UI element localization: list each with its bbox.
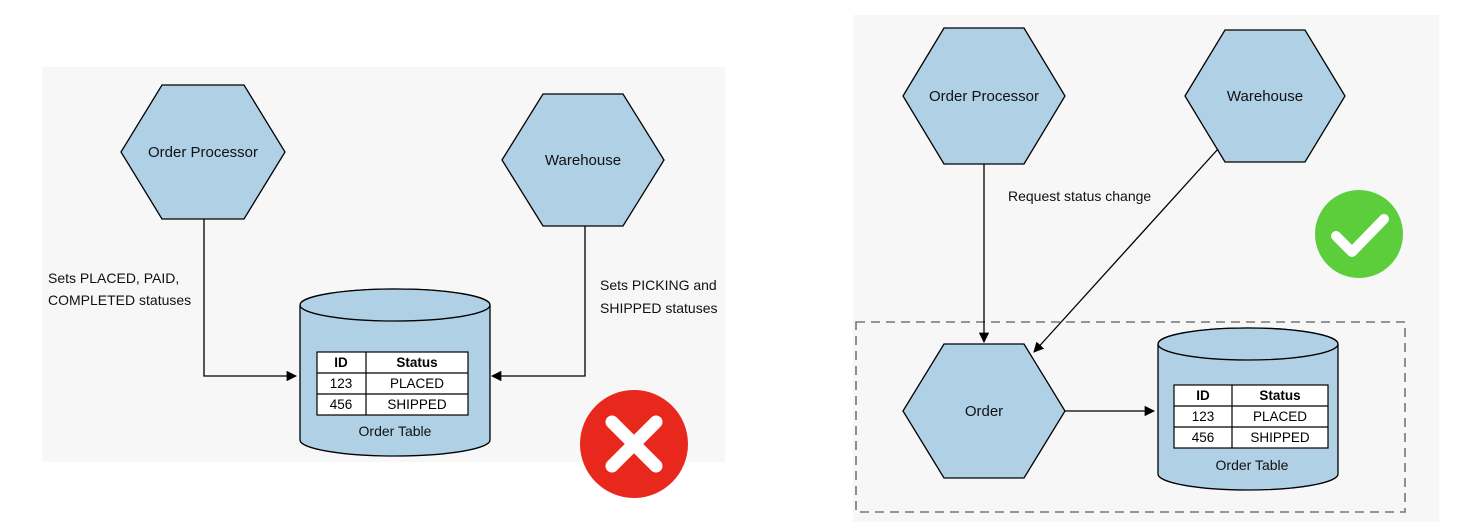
order-processor-label: Order Processor xyxy=(929,88,1039,105)
warehouse-label-line1: Sets PICKING and xyxy=(600,277,717,293)
table-header-status: Status xyxy=(1259,388,1300,403)
table-cell: 123 xyxy=(1192,409,1215,424)
order-processor-node: Order Processor xyxy=(120,84,286,220)
table-cell: 456 xyxy=(330,397,353,412)
warehouse-label: Warehouse xyxy=(545,152,621,169)
order-table: ID Status 123 PLACED 456 SHIPPED xyxy=(1173,384,1329,449)
table-cell: 456 xyxy=(1192,430,1215,445)
order-processor-hexagon xyxy=(902,27,1066,165)
table-header-status: Status xyxy=(396,355,437,370)
processor-to-table-arrow xyxy=(203,219,298,382)
warehouse-hexagon xyxy=(501,93,665,227)
table-caption: Order Table xyxy=(1216,457,1289,473)
table-header-id: ID xyxy=(1196,388,1210,403)
order-bounded-context xyxy=(855,321,1406,513)
table-frame xyxy=(316,351,469,416)
database-cylinder-top xyxy=(299,288,491,322)
warehouse-node: Warehouse xyxy=(501,93,665,227)
database-cylinder-top xyxy=(1157,327,1339,361)
table-frame xyxy=(1173,384,1329,449)
order-processor-node: Order Processor xyxy=(902,27,1066,165)
table-header-id: ID xyxy=(334,355,348,370)
table-cell: SHIPPED xyxy=(1250,430,1310,445)
order-processor-hexagon xyxy=(120,84,286,220)
warehouse-to-table-arrow xyxy=(490,226,586,382)
warehouse-label: Warehouse xyxy=(1227,88,1303,105)
processor-label-line1: Sets PLACED, PAID, xyxy=(48,270,179,286)
processor-label-line2: COMPLETED statuses xyxy=(48,292,191,308)
warehouse-node: Warehouse xyxy=(1184,29,1346,163)
order-table-database: ID Status 123 PLACED 456 SHIPPED Order T… xyxy=(299,288,491,457)
check-icon xyxy=(1315,190,1403,278)
order-label: Order xyxy=(965,403,1003,420)
table-cell: 123 xyxy=(330,376,353,391)
table-cell: PLACED xyxy=(1253,409,1307,424)
table-cell: SHIPPED xyxy=(387,397,447,412)
warehouse-hexagon xyxy=(1184,29,1346,163)
table-cell: PLACED xyxy=(390,376,444,391)
order-processor-label: Order Processor xyxy=(148,144,258,161)
right-diagram: Order Processor Warehouse Request status… xyxy=(853,15,1439,522)
warehouse-to-order-arrow xyxy=(1033,148,1219,353)
table-caption: Order Table xyxy=(359,423,432,439)
warehouse-label-line2: SHIPPED statuses xyxy=(600,300,718,316)
request-status-change-label: Request status change xyxy=(1008,188,1151,204)
order-table-database: ID Status 123 PLACED 456 SHIPPED Order T… xyxy=(1157,327,1339,491)
left-diagram: Order Processor Warehouse Sets PLACED, P… xyxy=(42,67,725,498)
order-table: ID Status 123 PLACED 456 SHIPPED xyxy=(316,351,469,416)
cross-icon xyxy=(580,390,688,498)
